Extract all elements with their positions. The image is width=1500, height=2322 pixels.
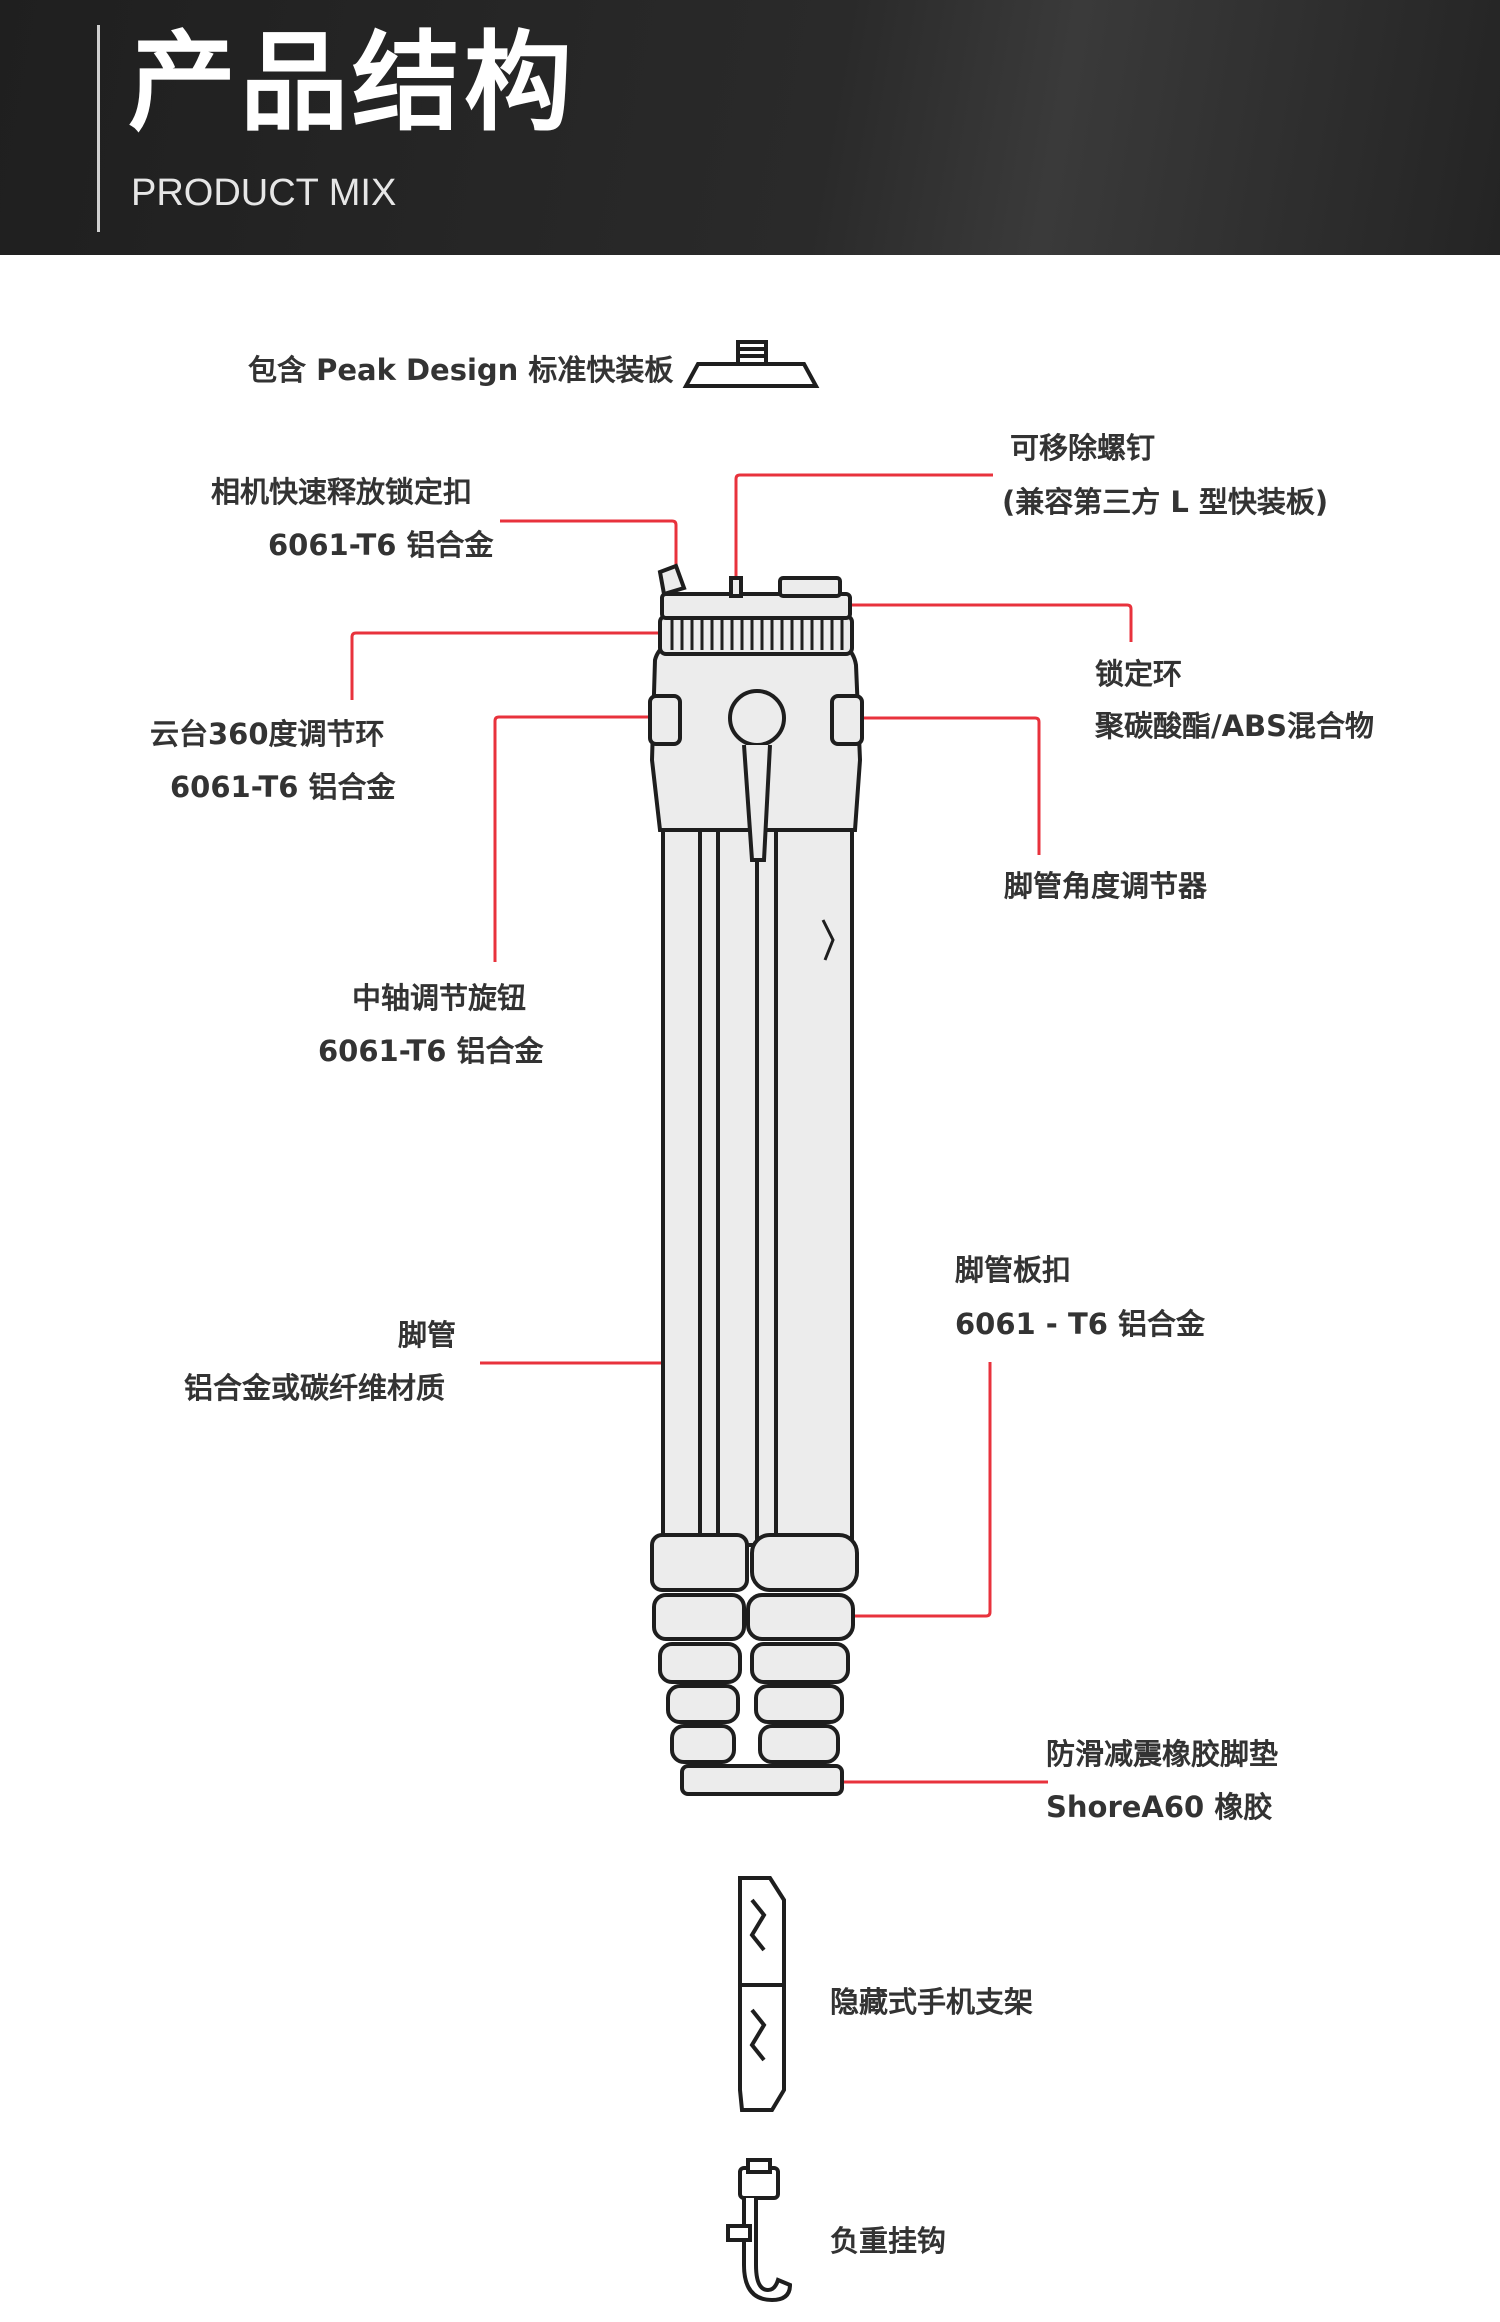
camera-lock-lever	[657, 563, 687, 597]
leader-lines	[350, 473, 1133, 1784]
leader-lock-ring	[830, 603, 1133, 642]
label-leg-sub: 铝合金或碳纤维材质	[184, 1371, 446, 1405]
header-banner: 产品结构 PRODUCT MIX	[0, 0, 1500, 255]
label-leg-title: 脚管	[398, 1318, 457, 1352]
leg-right	[774, 798, 854, 1547]
label-quick-plate: 包含 Peak Design 标准快装板	[248, 353, 674, 387]
label-leg-angle-title: 脚管角度调节器	[1004, 869, 1208, 903]
label-center-knob-sub: 6061-T6 铝合金	[318, 1034, 544, 1068]
label-pan-ring-title: 云台360度调节环	[150, 717, 385, 751]
leg-lock-clamps	[650, 1533, 859, 1764]
phone-mount-icon	[738, 1876, 786, 2112]
leader-pan-ring	[350, 631, 665, 700]
leg-center	[716, 798, 778, 1547]
page-title: 产品结构	[128, 21, 577, 146]
label-pan-ring-sub: 6061-T6 铝合金	[170, 770, 396, 804]
label-camera-lock-title: 相机快速释放锁定扣	[211, 475, 473, 509]
label-center-knob-title: 中轴调节旋钮	[352, 981, 527, 1015]
leader-camera-lock	[500, 519, 678, 570]
leader-center-knob	[493, 715, 742, 962]
leader-screw	[734, 473, 993, 580]
page-subtitle: PRODUCT MIX	[131, 172, 397, 214]
rubber-feet	[680, 1764, 844, 1796]
tripod-body	[648, 563, 864, 1796]
leader-leg-angle	[850, 716, 1041, 855]
leg-angle-tab-right	[830, 694, 864, 746]
leader-leg-lock	[850, 1362, 992, 1618]
label-leg-lock-sub: 6061 - T6 铝合金	[955, 1307, 1205, 1341]
label-camera-lock-sub: 6061-T6 铝合金	[268, 528, 494, 562]
top-plate	[660, 592, 852, 620]
load-hook-icon	[726, 2158, 793, 2303]
label-lock-ring-sub: 聚碳酸酯/ABS混合物	[1095, 709, 1375, 743]
label-leg-lock-title: 脚管板扣	[955, 1253, 1072, 1287]
center-knob	[728, 689, 786, 747]
label-lock-ring-title: 锁定环	[1095, 657, 1183, 691]
label-feet-sub: ShoreA60 橡胶	[1046, 1790, 1273, 1824]
quick-plate-icon	[682, 340, 820, 388]
removable-screw	[729, 576, 743, 598]
label-screw-title: 可移除螺钉	[1010, 431, 1156, 465]
label-hook: 负重挂钩	[830, 2224, 947, 2258]
label-phone-mount: 隐藏式手机支架	[830, 1985, 1034, 2019]
leg-left	[661, 798, 720, 1547]
label-feet-title: 防滑减震橡胶脚垫	[1046, 1737, 1279, 1771]
leg-angle-tab-left	[648, 694, 682, 746]
label-screw-sub: (兼容第三方 L 型快装板)	[1002, 485, 1329, 519]
header-divider	[97, 25, 100, 232]
